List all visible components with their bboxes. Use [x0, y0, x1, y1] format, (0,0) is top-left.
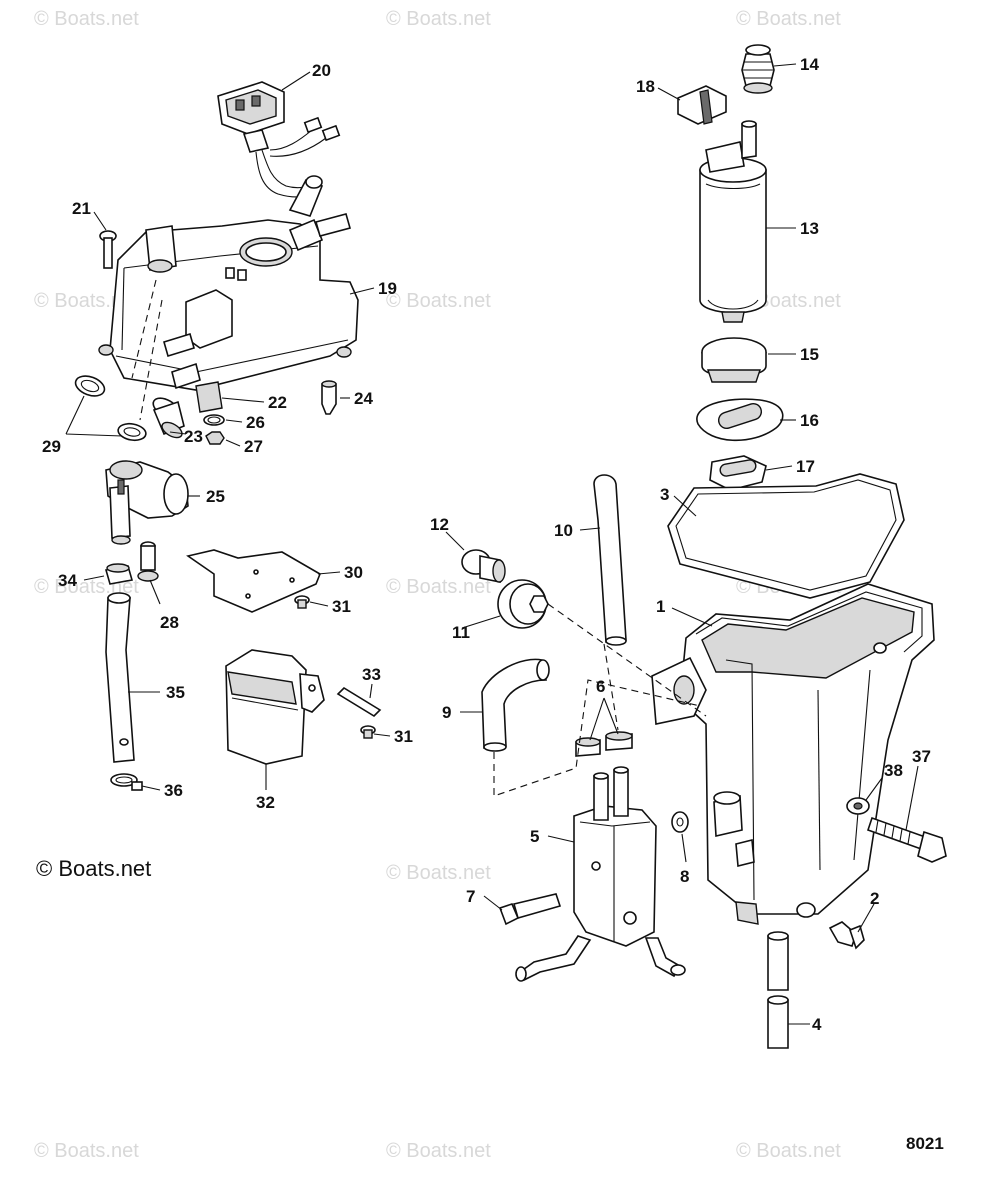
callout-6: 6 [596, 677, 605, 696]
watermark: © Boats.net [34, 1140, 139, 1162]
callout-8: 8 [680, 867, 689, 886]
callout-5: 5 [530, 827, 539, 846]
part-31-screw [360, 725, 376, 739]
part-1-reservoir [651, 583, 935, 925]
part-8-washer [671, 811, 689, 833]
callout-22: 22 [268, 393, 287, 412]
callout-35: 35 [166, 683, 185, 702]
callouts: 1 2 3 4 5 6 7 8 9 10 11 12 13 14 15 16 1… [42, 55, 931, 1034]
callout-21: 21 [72, 199, 91, 218]
callout-33: 33 [362, 665, 381, 684]
assembly-line [139, 299, 163, 421]
callout-15: 15 [800, 345, 819, 364]
callout-30: 30 [344, 563, 363, 582]
callout-9: 9 [442, 703, 451, 722]
callout-25: 25 [206, 487, 225, 506]
part-10-hose [593, 474, 627, 646]
callout-16: 16 [800, 411, 819, 430]
callout-18: 18 [636, 77, 655, 96]
part-15-filter [701, 337, 767, 383]
part-38-washer [846, 797, 870, 815]
watermark: © Boats.net [34, 290, 139, 312]
callout-20: 20 [312, 61, 331, 80]
callout-3: 3 [660, 485, 669, 504]
part-30-bracket [186, 549, 321, 613]
part-23-hose [152, 397, 185, 439]
figure-number: 8021 [906, 1134, 944, 1153]
part-21-screw [99, 230, 117, 269]
part-26-o-ring [203, 414, 225, 426]
callout-32: 32 [256, 793, 275, 812]
part-16-gasket [696, 398, 784, 442]
callout-31: 31 [332, 597, 351, 616]
part-2-screw [828, 921, 865, 950]
callout-14: 14 [800, 55, 819, 74]
callout-27: 27 [244, 437, 263, 456]
assembly-line [603, 643, 619, 731]
callout-29: 29 [42, 437, 61, 456]
callout-17: 17 [796, 457, 815, 476]
part-37-bolt [866, 816, 947, 863]
callout-2: 2 [870, 889, 879, 908]
callout-10: 10 [554, 521, 573, 540]
part-36-clamp [110, 773, 143, 791]
part-4-hose [767, 931, 789, 1049]
watermark: © Boats.net [386, 862, 491, 884]
watermark: © Boats.net [386, 1140, 491, 1162]
callout-12: 12 [430, 515, 449, 534]
part-14-fitting [741, 44, 775, 94]
part-34-clamp [104, 563, 134, 585]
copyright-text: © Boats.net [36, 856, 152, 881]
part-18-connector [677, 85, 727, 125]
watermark: © Boats.net [386, 8, 491, 30]
callout-26: 26 [246, 413, 265, 432]
callout-38: 38 [884, 761, 903, 780]
part-31-screw [294, 595, 310, 609]
callout-31: 31 [394, 727, 413, 746]
callout-4: 4 [812, 1015, 822, 1034]
callout-1: 1 [656, 597, 665, 616]
callout-19: 19 [378, 279, 397, 298]
callout-34: 34 [58, 571, 77, 590]
part-5-filter [515, 766, 686, 982]
watermark: © Boats.net [736, 8, 841, 30]
part-3-gasket [667, 473, 905, 599]
part-25-valve [105, 460, 189, 545]
part-24-plug [321, 380, 337, 415]
callout-28: 28 [160, 613, 179, 632]
watermark: © Boats.net [736, 1140, 841, 1162]
callout-24: 24 [354, 389, 373, 408]
assembly-line [547, 603, 707, 717]
part-9-hose [481, 658, 550, 752]
callout-11: 11 [452, 623, 470, 642]
part-22-hose [195, 381, 223, 413]
part-6-clamp [575, 731, 633, 757]
assembly-line [493, 679, 701, 797]
part-7-bolt [498, 893, 562, 926]
callout-36: 36 [164, 781, 183, 800]
part-27-nut [205, 431, 225, 445]
callout-13: 13 [800, 219, 819, 238]
part-17-seal [709, 455, 767, 491]
callout-7: 7 [466, 887, 475, 906]
part-35-hose [105, 592, 135, 763]
assembly-line [131, 279, 157, 379]
part-29-clamp [74, 375, 147, 442]
part-33-pin [336, 686, 382, 718]
part-19-module [98, 175, 359, 391]
callout-37: 37 [912, 747, 931, 766]
leader-lines [65, 63, 919, 1025]
watermark: © Boats.net [386, 290, 491, 312]
part-12-fitting [461, 549, 506, 583]
callout-23: 23 [184, 427, 203, 446]
part-32-module [225, 649, 325, 765]
part-28-bolt [137, 541, 159, 582]
watermark: © Boats.net [386, 576, 491, 598]
watermark: © Boats.net [34, 8, 139, 30]
part-13-fuel-pump [699, 120, 767, 323]
part-20-harness [217, 81, 341, 198]
part-11-grommet [497, 579, 549, 629]
